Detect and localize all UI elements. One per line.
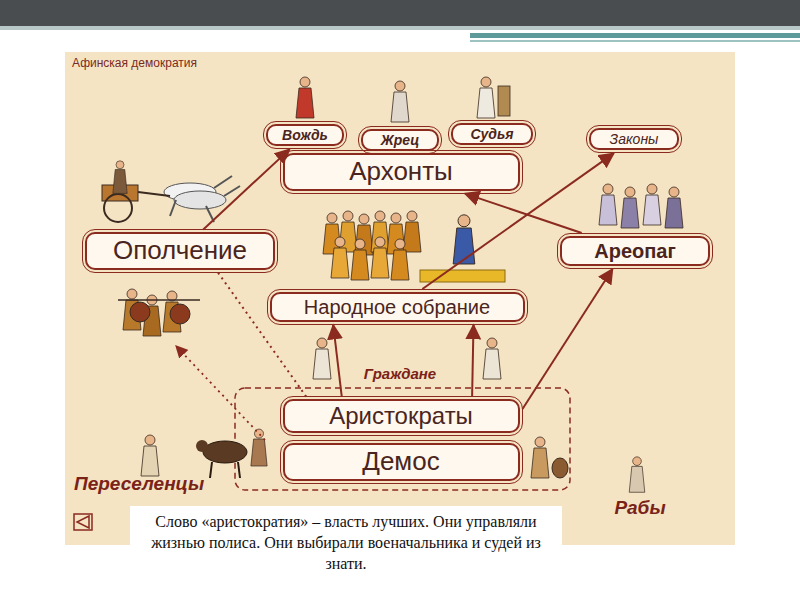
connector-arrow	[333, 325, 342, 397]
role-box: Законы	[589, 128, 679, 151]
chariot	[102, 161, 240, 222]
back-icon	[74, 514, 92, 530]
areopagus-elders	[599, 184, 683, 228]
connector-arrow	[523, 269, 613, 409]
caption-ground	[130, 506, 562, 592]
top-bar	[0, 0, 800, 26]
leader-figures	[296, 77, 510, 122]
connector-arrow	[203, 149, 289, 229]
node-text: Ополчение	[99, 235, 261, 266]
role-box: Вождь	[266, 124, 344, 147]
teal-stripe	[470, 33, 800, 38]
node-text: Ареопаг	[574, 239, 696, 263]
assembly-crowd	[323, 211, 505, 282]
citizens-label: Граждане	[364, 365, 436, 382]
group-label: Рабы	[614, 497, 665, 519]
class-box: Аристократы	[283, 399, 520, 434]
institution-box: Народное собрание	[270, 292, 525, 322]
node-text: Законы	[599, 131, 669, 148]
class-box: Демос	[283, 443, 520, 480]
group-bracket	[235, 388, 570, 490]
role-box: Судья	[451, 123, 533, 146]
ploughman	[196, 429, 267, 478]
connector-arrow	[465, 194, 582, 233]
slave-figure	[629, 457, 645, 492]
institution-box: Ополчение	[85, 232, 275, 269]
caption: Слово «аристократия» – власть лучших. Он…	[136, 512, 556, 574]
node-text: Жрец	[371, 132, 429, 149]
role-box: Жрец	[361, 129, 439, 152]
institution-box: Архонты	[283, 153, 520, 190]
teal-stripe	[470, 40, 800, 42]
diagram-title: Афинская демократия	[72, 56, 197, 70]
group-label: Переселенцы	[74, 473, 204, 495]
node-text: Архонты	[301, 156, 502, 187]
top-stripe	[0, 26, 800, 30]
node-text: Аристократы	[297, 402, 506, 431]
node-text: Судья	[461, 126, 523, 143]
levy-leader	[176, 346, 265, 440]
soldiers	[118, 289, 200, 336]
node-text: Вождь	[276, 127, 334, 144]
back-icon	[77, 516, 89, 528]
panel	[65, 52, 735, 545]
institution-box: Ареопаг	[560, 236, 710, 266]
potter	[531, 437, 568, 478]
settler-figure	[141, 435, 159, 476]
connector-arrow	[472, 325, 473, 397]
node-text: Демос	[297, 446, 506, 477]
node-text: Народное собрание	[284, 295, 511, 319]
